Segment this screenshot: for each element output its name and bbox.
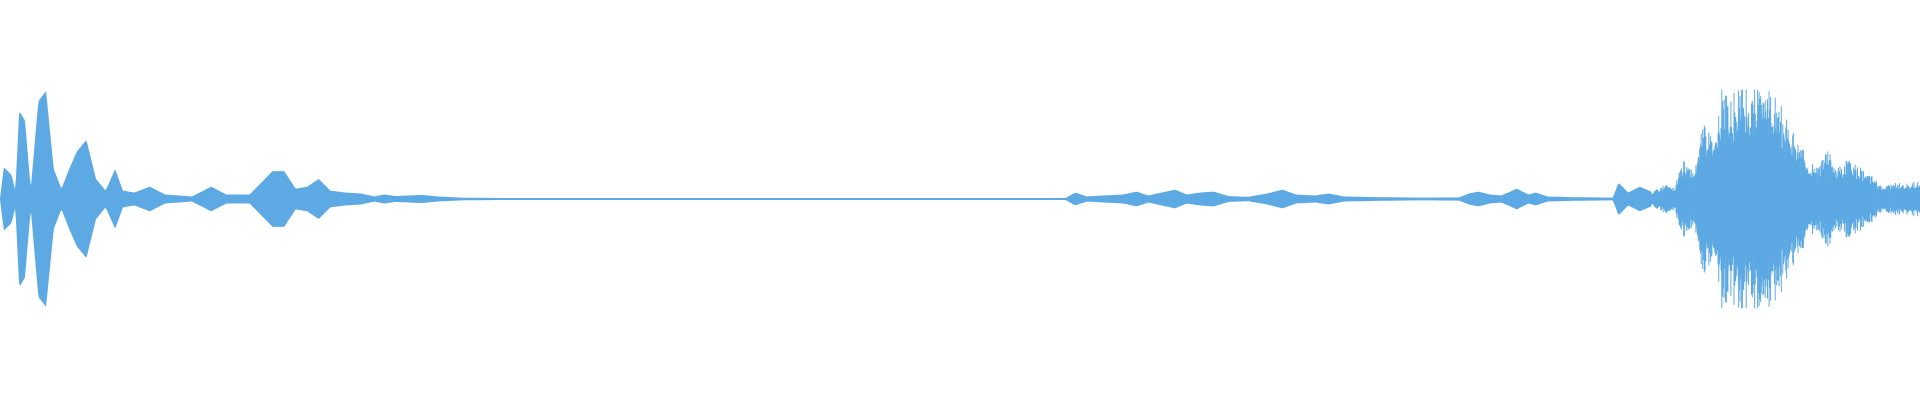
waveform-spikes xyxy=(1660,89,1920,309)
waveform-fill xyxy=(0,91,1920,307)
